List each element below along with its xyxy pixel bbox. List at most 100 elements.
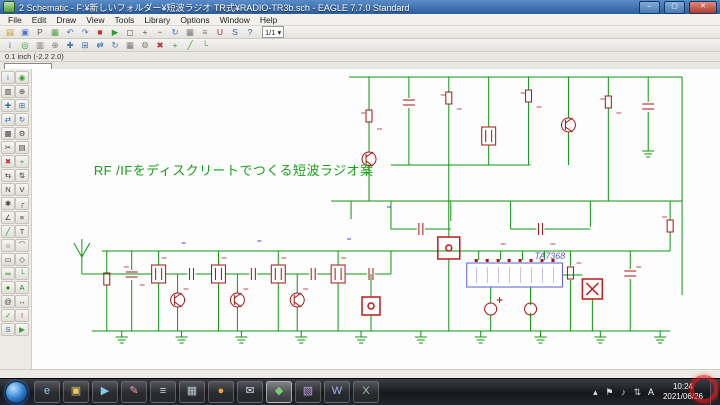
mirror-tool[interactable]: ⇄: [1, 113, 15, 126]
display-tool[interactable]: ▥: [1, 85, 15, 98]
menu-options[interactable]: Options: [175, 15, 214, 25]
grid-icon[interactable]: ▦: [183, 27, 197, 38]
net-icon[interactable]: └: [198, 40, 212, 51]
title-bar[interactable]: 2 Schematic - F:¥新しいフォルダー¥短波ラジオ TR式¥RADI…: [0, 0, 720, 14]
schematic-canvas[interactable]: TA7368 RF /IFをディスクリートでつくる短波ラジオ案: [32, 69, 720, 370]
label-tool[interactable]: A: [15, 281, 29, 294]
circle-tool[interactable]: ○: [1, 239, 15, 252]
export-image-icon[interactable]: ▦: [48, 27, 62, 38]
split-tool[interactable]: ∠: [1, 211, 15, 224]
miter-tool[interactable]: ╭: [15, 197, 29, 210]
wire-icon[interactable]: ╱: [183, 40, 197, 51]
bus-tool[interactable]: ═: [1, 267, 15, 280]
help-icon[interactable]: ?: [243, 27, 257, 38]
photos-icon[interactable]: ▧: [295, 381, 321, 403]
menu-file[interactable]: File: [3, 15, 27, 25]
info-tool[interactable]: i: [1, 71, 15, 84]
dimension-tool[interactable]: ↔: [15, 295, 29, 308]
mark-tool[interactable]: ⊕: [15, 85, 29, 98]
info-icon[interactable]: i: [3, 40, 17, 51]
browser-icon[interactable]: ●: [208, 381, 234, 403]
move-tool[interactable]: ✚: [1, 99, 15, 112]
mark-icon[interactable]: ⊕: [48, 40, 62, 51]
cut-tool[interactable]: ✂: [1, 141, 15, 154]
stop-icon[interactable]: ■: [93, 27, 107, 38]
zoom-out-icon[interactable]: −: [153, 27, 167, 38]
run-tool[interactable]: ▶: [15, 323, 29, 336]
copy-icon[interactable]: ⊞: [78, 40, 92, 51]
mirror-icon[interactable]: ⇄: [93, 40, 107, 51]
menu-library[interactable]: Library: [139, 15, 175, 25]
change-icon[interactable]: ⚙: [138, 40, 152, 51]
network-icon[interactable]: ⇅: [632, 387, 643, 398]
attribute-tool[interactable]: @: [1, 295, 15, 308]
audio-amp-ic[interactable]: TA7368: [467, 251, 566, 287]
name-tool[interactable]: N: [1, 183, 15, 196]
close-button[interactable]: ✕: [689, 1, 717, 14]
maximize-button[interactable]: ▢: [664, 1, 685, 14]
rotate-tool[interactable]: ↻: [15, 113, 29, 126]
ime-indicator[interactable]: A: [646, 387, 656, 397]
replace-tool[interactable]: ⇅: [15, 169, 29, 182]
delete-tool[interactable]: ✖: [1, 155, 15, 168]
script-icon[interactable]: S: [228, 27, 242, 38]
group-tool[interactable]: ▦: [1, 127, 15, 140]
redraw-icon[interactable]: ↻: [168, 27, 182, 38]
rotate-icon[interactable]: ↻: [108, 40, 122, 51]
move-icon[interactable]: ✚: [63, 40, 77, 51]
erc-tool[interactable]: ✓: [1, 309, 15, 322]
zoom-fit-icon[interactable]: ◻: [123, 27, 137, 38]
arc-tool[interactable]: ⌒: [15, 239, 29, 252]
layers-icon[interactable]: ≡: [198, 27, 212, 38]
errors-tool[interactable]: !: [15, 309, 29, 322]
minimize-button[interactable]: –: [639, 1, 660, 14]
menu-draw[interactable]: Draw: [51, 15, 81, 25]
menu-view[interactable]: View: [81, 15, 109, 25]
mail-icon[interactable]: ✉: [237, 381, 263, 403]
value-tool[interactable]: V: [15, 183, 29, 196]
action-center-icon[interactable]: ⚑: [604, 387, 615, 398]
excel-icon[interactable]: X: [353, 381, 379, 403]
tray-expand-icon[interactable]: ▴: [590, 387, 601, 398]
calculator-icon[interactable]: ▦: [179, 381, 205, 403]
explorer-icon[interactable]: ▣: [63, 381, 89, 403]
sheet-selector[interactable]: 1/1 ▾: [262, 26, 284, 38]
delete-icon[interactable]: ✖: [153, 40, 167, 51]
junction-tool[interactable]: ●: [1, 281, 15, 294]
menu-edit[interactable]: Edit: [27, 15, 52, 25]
wire-tool[interactable]: ╱: [1, 225, 15, 238]
rect-tool[interactable]: ▭: [1, 253, 15, 266]
polygon-tool[interactable]: ◇: [15, 253, 29, 266]
show-tool[interactable]: ◉: [15, 71, 29, 84]
zoom-in-icon[interactable]: +: [138, 27, 152, 38]
volume-icon[interactable]: ♪: [618, 387, 629, 398]
save-icon[interactable]: ▣: [18, 27, 32, 38]
group-icon[interactable]: ▦: [123, 40, 137, 51]
ie-icon[interactable]: e: [34, 381, 60, 403]
undo-icon[interactable]: ↶: [63, 27, 77, 38]
paint-icon[interactable]: ✎: [121, 381, 147, 403]
smash-tool[interactable]: ✱: [1, 197, 15, 210]
change-tool[interactable]: ⚙: [15, 127, 29, 140]
text-tool[interactable]: T: [15, 225, 29, 238]
print-icon[interactable]: P: [33, 27, 47, 38]
add-tool[interactable]: +: [15, 155, 29, 168]
menu-help[interactable]: Help: [255, 15, 282, 25]
start-button[interactable]: [5, 381, 28, 404]
redo-icon[interactable]: ↷: [78, 27, 92, 38]
eagle-icon[interactable]: ◆: [266, 381, 292, 403]
mediaplayer-icon[interactable]: ▶: [92, 381, 118, 403]
net-tool[interactable]: └: [15, 267, 29, 280]
notepad-icon[interactable]: ≡: [150, 381, 176, 403]
menu-tools[interactable]: Tools: [109, 15, 139, 25]
menu-window[interactable]: Window: [215, 15, 255, 25]
open-icon[interactable]: ▤: [3, 27, 17, 38]
schematic-viewport[interactable]: TA7368 RF /IFをディスクリートでつくる短波ラジオ案: [32, 69, 720, 370]
ulp-icon[interactable]: U: [213, 27, 227, 38]
pinswap-tool[interactable]: ⇆: [1, 169, 15, 182]
paste-tool[interactable]: ▤: [15, 141, 29, 154]
go-icon[interactable]: ▶: [108, 27, 122, 38]
display-icon[interactable]: ▥: [33, 40, 47, 51]
invoke-tool[interactable]: ≡: [15, 211, 29, 224]
show-icon[interactable]: ◎: [18, 40, 32, 51]
